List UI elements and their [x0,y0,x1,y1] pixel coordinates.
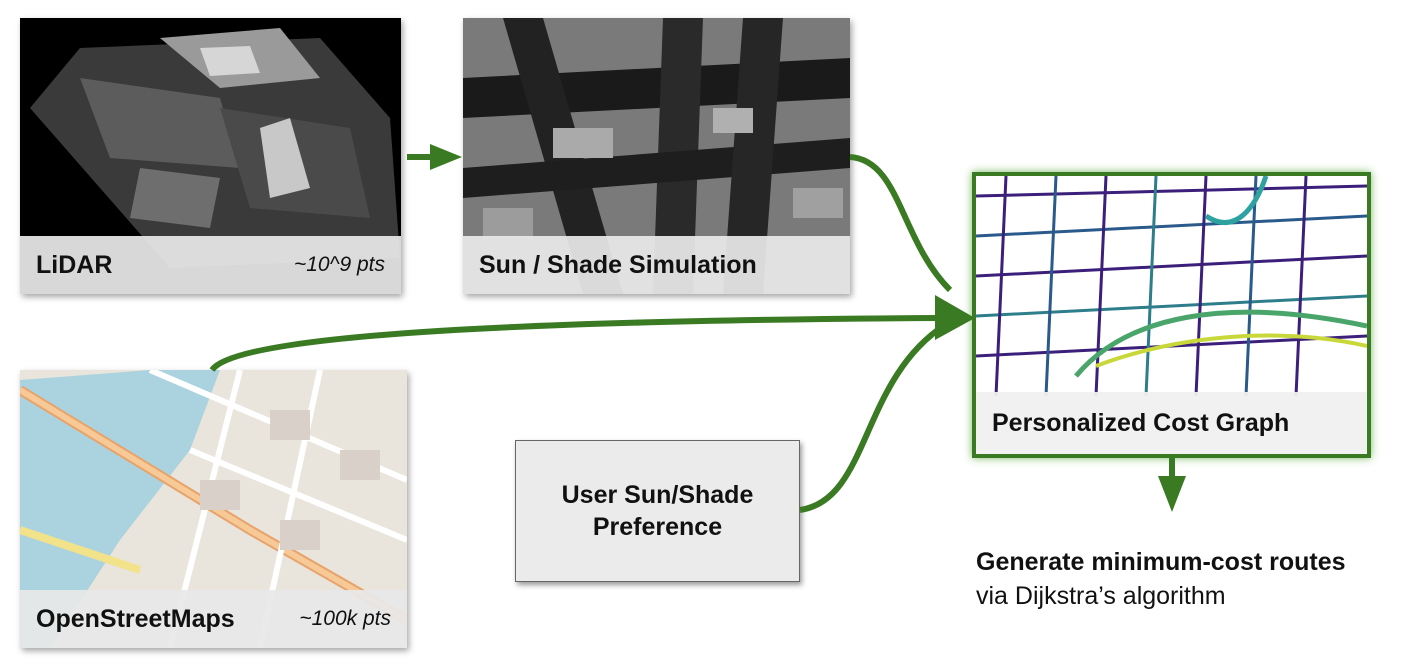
arrowhead-into-graph [935,295,975,340]
preference-line2: Preference [592,513,723,541]
output-line2: via Dijkstra’s algorithm [976,582,1226,610]
output-line1: Generate minimum-cost routes [976,548,1346,576]
arrow-shade-to-graph [849,154,953,293]
preference-line1: User Sun/Shade [561,481,754,509]
arrow-pref-to-graph [799,322,947,513]
lidar-point-count: ~10^9 pts [293,253,385,276]
osm-panel: OpenStreetMaps ~100k pts [20,370,407,648]
output-description: Generate minimum-cost routes via Dijkstr… [976,545,1346,613]
arrowhead-graph-to-output [1158,476,1186,512]
osm-title: OpenStreetMaps [36,604,235,633]
lidar-panel: LiDAR ~10^9 pts [20,18,401,294]
shade-panel: Sun / Shade Simulation [463,18,850,294]
shade-caption: Sun / Shade Simulation [463,236,850,294]
graph-title: Personalized Cost Graph [992,408,1290,437]
osm-caption: OpenStreetMaps ~100k pts [20,590,407,648]
shade-title: Sun / Shade Simulation [479,250,757,279]
lidar-title: LiDAR [36,250,113,279]
cost-graph-panel: Personalized Cost Graph [972,172,1371,458]
lidar-point-cloud-image [20,18,401,294]
osm-point-count: ~100k pts [299,607,391,630]
user-preference-box: User Sun/Shade Preference [515,440,800,582]
arrow-osm-to-graph [209,315,941,373]
lidar-caption: LiDAR ~10^9 pts [20,236,401,294]
graph-caption: Personalized Cost Graph [976,392,1367,454]
arrowhead-lidar-to-shade [430,144,462,170]
